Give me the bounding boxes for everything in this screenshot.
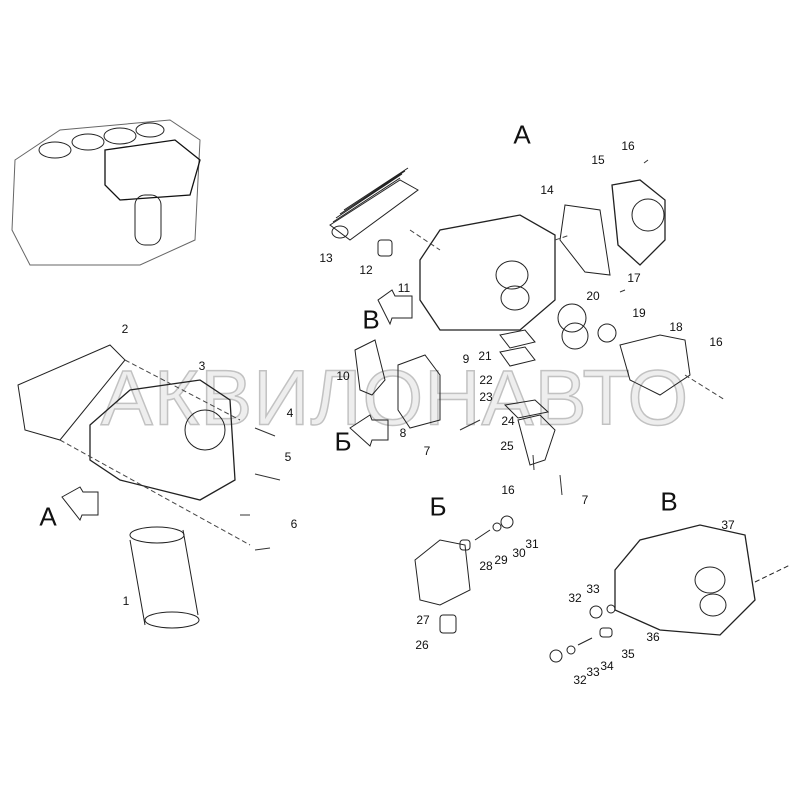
engine-block <box>11 119 201 266</box>
callout[interactable]: 33 <box>586 665 600 679</box>
housing-11 <box>419 214 556 331</box>
callout[interactable]: 8 <box>399 426 407 440</box>
callout[interactable]: 33 <box>586 582 600 596</box>
detail-label-v: В <box>660 486 678 517</box>
callout[interactable]: 16 <box>709 335 723 349</box>
callout[interactable]: 32 <box>573 673 587 687</box>
watermark: АКВИЛОНАВТО <box>100 353 690 443</box>
callout[interactable]: 16 <box>501 483 515 497</box>
callout[interactable]: 13 <box>319 251 333 265</box>
view-label-a-arrow: А <box>39 501 57 532</box>
callout[interactable]: 3 <box>198 359 206 373</box>
callout[interactable]: 27 <box>416 613 430 627</box>
callout[interactable]: 32 <box>568 591 582 605</box>
callout[interactable]: 7 <box>581 493 589 507</box>
callout[interactable]: 4 <box>286 406 294 420</box>
thermostat-housing-18 <box>619 334 691 396</box>
callout[interactable]: 17 <box>627 271 641 285</box>
view-label-v: В <box>362 304 380 335</box>
callout[interactable]: 23 <box>479 390 493 404</box>
callout[interactable]: 1 <box>122 594 130 608</box>
callout[interactable]: 14 <box>540 183 554 197</box>
callout[interactable]: 2 <box>121 322 129 336</box>
callout[interactable]: 21 <box>478 349 492 363</box>
callout[interactable]: 25 <box>500 439 514 453</box>
callout[interactable]: 22 <box>479 373 493 387</box>
callout[interactable]: 16 <box>621 139 635 153</box>
cover-8 <box>397 354 441 429</box>
callout[interactable]: 34 <box>600 659 614 673</box>
callout[interactable]: 10 <box>336 369 350 383</box>
detail-label-b: Б <box>429 491 447 522</box>
callout[interactable]: 28 <box>479 559 493 573</box>
callout[interactable]: 29 <box>494 553 508 567</box>
gasket-14 <box>559 204 611 276</box>
callout[interactable]: 37 <box>721 518 735 532</box>
callout[interactable]: 9 <box>462 352 470 366</box>
cover-27 <box>414 539 471 606</box>
callout[interactable]: 12 <box>359 263 373 277</box>
view-label-b: Б <box>334 426 352 457</box>
view-arrow-a <box>61 486 99 521</box>
callout[interactable]: 20 <box>586 289 600 303</box>
thermostat-19 <box>597 323 617 343</box>
callout[interactable]: 11 <box>397 281 411 295</box>
view-arrow-b <box>349 414 389 447</box>
bracket-10 <box>354 339 386 396</box>
callout[interactable]: 6 <box>290 517 298 531</box>
callout[interactable]: 31 <box>525 537 539 551</box>
gasket-2 <box>17 344 126 441</box>
callout[interactable]: 30 <box>512 546 526 560</box>
callout[interactable]: 35 <box>621 647 635 661</box>
callout[interactable]: 18 <box>669 320 683 334</box>
water-pump-15 <box>611 179 666 266</box>
oil-cooler <box>329 167 419 241</box>
callout[interactable]: 15 <box>591 153 605 167</box>
gasket-12 <box>377 239 393 257</box>
callout[interactable]: 19 <box>632 306 646 320</box>
filter-head-3 <box>89 379 236 501</box>
callout[interactable]: 5 <box>284 450 292 464</box>
housing-view-v <box>614 524 756 636</box>
view-label-a: A <box>513 119 531 150</box>
oil-filter-1 <box>129 526 200 629</box>
callout[interactable]: 36 <box>646 630 660 644</box>
view-arrow-v <box>377 289 413 326</box>
callout[interactable]: 7 <box>423 444 431 458</box>
callout[interactable]: 24 <box>501 414 515 428</box>
callout[interactable]: 26 <box>415 638 429 652</box>
